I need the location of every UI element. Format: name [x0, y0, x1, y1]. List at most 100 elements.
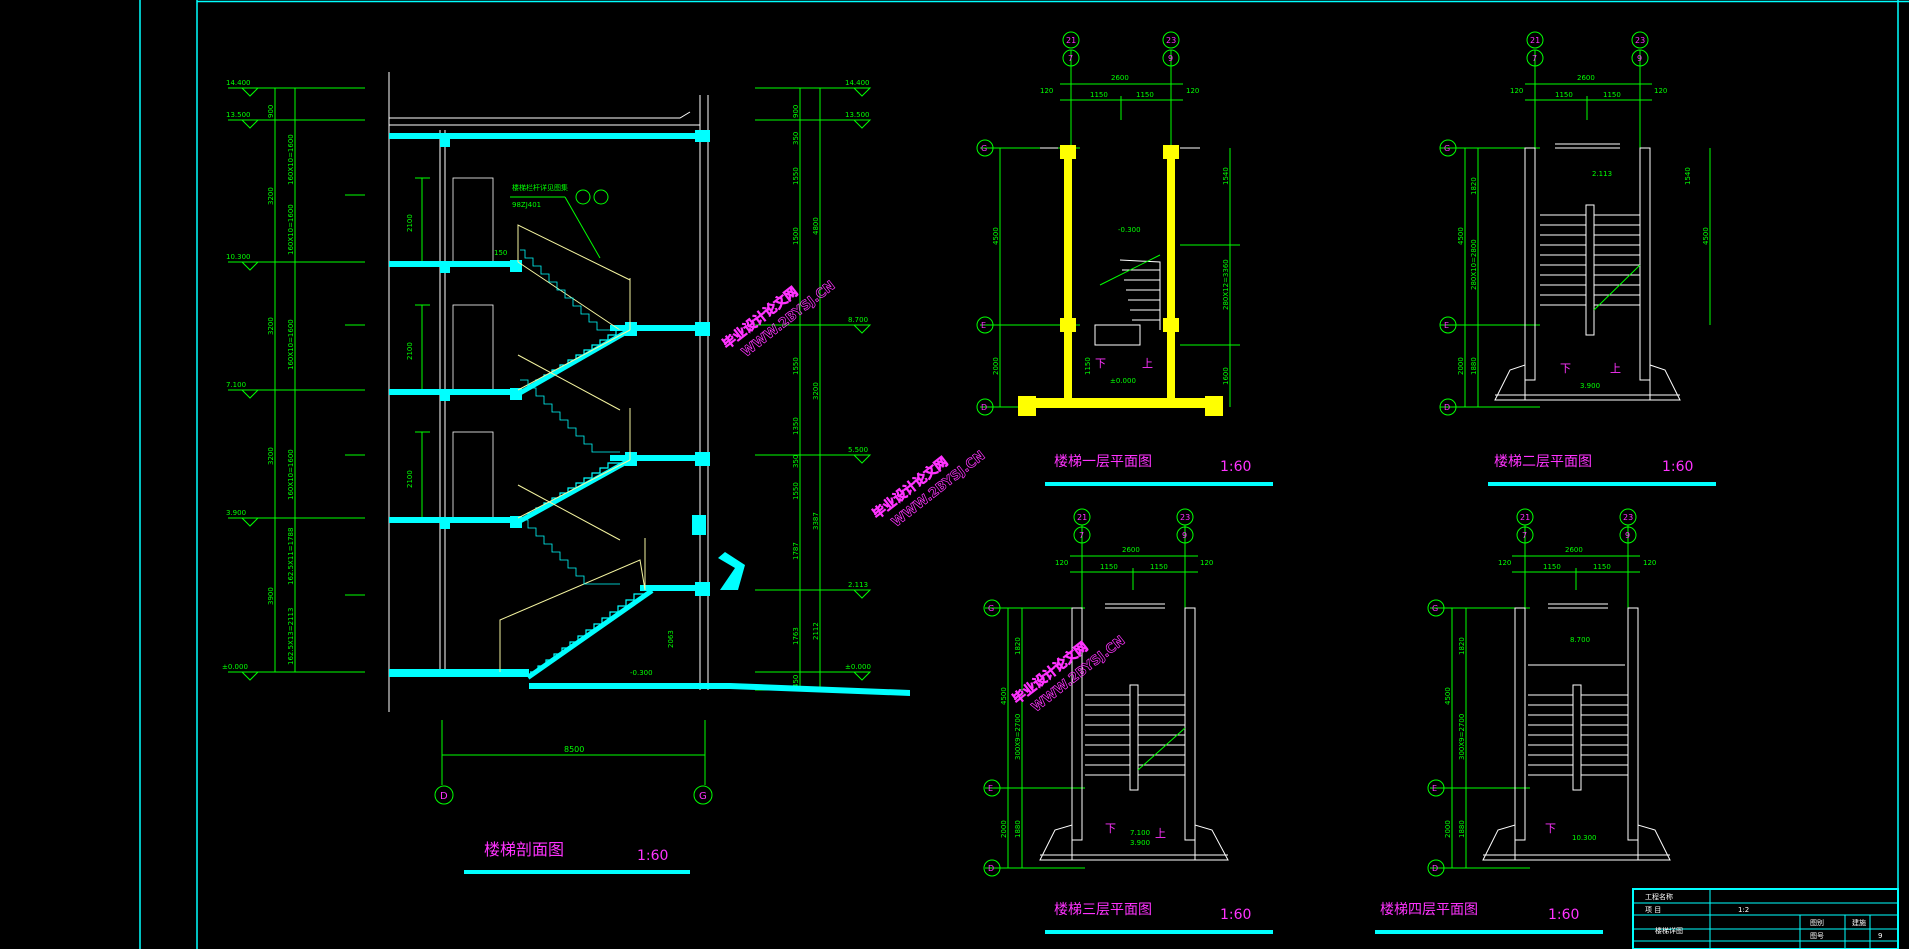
- stair-section-view: 14.400 13.500 10.300 7.100 3.900 ±0.000 …: [222, 72, 910, 874]
- grid-bubble-label: D: [1432, 864, 1438, 873]
- plan-floor-3: 21 23 7 9 G E D 2600 1150 1150 120 120 1…: [983, 508, 1273, 934]
- section-left-segment: 3200: [267, 317, 275, 335]
- section-right-segment: 450: [792, 675, 800, 688]
- titleblock-project-label: 工程名称: [1645, 892, 1673, 901]
- grid-bubble-label: 21: [1530, 36, 1540, 45]
- section-right-segment: 1787: [792, 542, 800, 560]
- plan-dim: 1150: [1555, 91, 1573, 99]
- plan-floor-level: 3.900: [1580, 382, 1600, 390]
- plan-highlighted-walls: [1018, 145, 1223, 416]
- plan-dim: 120: [1654, 87, 1667, 95]
- titleblock-row-value: 9: [1878, 932, 1882, 940]
- plan-dim: 1600: [1222, 367, 1230, 385]
- plan-floor-4: 21 23 7 9 G E D 2600 1150 1150 120 120 1…: [1375, 508, 1671, 934]
- section-left-steps: 160X10=1600: [287, 134, 295, 185]
- plan-dim: 120: [1186, 87, 1199, 95]
- plan-dim: 4500: [1457, 227, 1465, 245]
- grid-bubble-label: 21: [1077, 513, 1087, 522]
- titleblock-row-label: 图号: [1810, 932, 1824, 940]
- grid-bubble-label: D: [1444, 403, 1450, 412]
- section-annotation-ref: 98ZJ401: [512, 201, 541, 209]
- section-right-level: ±0.000: [845, 663, 871, 671]
- grid-bubble-label: E: [988, 784, 993, 793]
- plan-dim: 1150: [1593, 563, 1611, 571]
- section-width-dimension: [434, 720, 713, 805]
- section-right-level: 8.700: [848, 316, 868, 324]
- plan-dim: 1880: [1014, 820, 1022, 838]
- section-right-level: 13.500: [845, 111, 870, 119]
- section-right-segment: 1550: [792, 482, 800, 500]
- plan-dim: 4500: [992, 227, 1000, 245]
- grid-bubble-label: E: [1444, 321, 1449, 330]
- grid-bubble-label: 7: [1522, 531, 1527, 540]
- grid-bubble-label: 7: [1079, 531, 1084, 540]
- plan-dim: 1540: [1684, 167, 1692, 185]
- grid-bubble-label: E: [981, 321, 986, 330]
- plan-down-label: 下: [1105, 822, 1116, 835]
- plan-dim: 1880: [1458, 820, 1466, 838]
- plan-title-underline: [1045, 482, 1273, 486]
- plan-down-label: 下: [1560, 362, 1571, 375]
- grid-bubble-label: 23: [1180, 513, 1190, 522]
- plan-dim: 2600: [1565, 546, 1583, 554]
- section-left-level: ±0.000: [222, 663, 248, 671]
- plan-dim: 2000: [1444, 820, 1452, 838]
- plan-dim: 1820: [1470, 177, 1478, 195]
- section-right-segment: 1550: [792, 167, 800, 185]
- drawing-frame: [139, 0, 1909, 949]
- plan-dim: 1540: [1222, 167, 1230, 185]
- plan-dim: 120: [1055, 559, 1068, 567]
- section-left-steps: 162.5X13=2113: [287, 608, 295, 665]
- plan-title: 楼梯二层平面图: [1494, 454, 1592, 470]
- section-left-steps: 160X10=1600: [287, 204, 295, 255]
- plan-dim: 1150: [1543, 563, 1561, 571]
- grid-bubble-label: 21: [1520, 513, 1530, 522]
- grid-bubble-label: D: [981, 403, 987, 412]
- plan-dim: 2000: [1457, 357, 1465, 375]
- section-right-segment: 2112: [812, 622, 820, 640]
- section-right-level: 2.113: [848, 581, 868, 589]
- section-title-underline: [464, 870, 690, 874]
- plan-title-underline: [1045, 930, 1273, 934]
- plan-dim: 2600: [1111, 74, 1129, 82]
- section-rail-dim: 150: [494, 249, 507, 257]
- section-right-segment: 3387: [812, 512, 820, 530]
- plan-level: 7.100: [1130, 829, 1150, 837]
- grid-bubble-label: G: [981, 144, 987, 153]
- section-right-segment: 350: [792, 132, 800, 145]
- grid-bubble-label: E: [1432, 784, 1437, 793]
- grid-bubble-label: 9: [1625, 531, 1630, 540]
- section-door-height: 2100: [406, 342, 414, 360]
- section-left-segment: 3200: [267, 447, 275, 465]
- grid-bubble-label: 23: [1166, 36, 1176, 45]
- plan-dim: 120: [1510, 87, 1523, 95]
- plan-title-underline: [1488, 482, 1716, 486]
- grid-bubble-label: D: [440, 791, 448, 802]
- section-right-segment: 350: [792, 455, 800, 468]
- grid-bubble-label: 7: [1068, 54, 1073, 63]
- section-right-segment: 4800: [812, 217, 820, 235]
- section-right-segment: 1763: [792, 627, 800, 645]
- grid-bubble-label: 9: [1637, 54, 1642, 63]
- plan-floor-level: ±0.000: [1110, 377, 1136, 385]
- plan-dim: 1150: [1084, 357, 1092, 375]
- section-right-level: 5.500: [848, 446, 868, 454]
- section-door-openings: [415, 177, 494, 519]
- section-right-segment: 1500: [792, 227, 800, 245]
- plan-up-label: 上: [1610, 362, 1621, 375]
- plan-dim: 120: [1498, 559, 1511, 567]
- section-floor-slabs: [389, 130, 710, 677]
- section-right-segment: 1550: [792, 357, 800, 375]
- plan-dim: 2600: [1122, 546, 1140, 554]
- section-left-level: 13.500: [226, 111, 251, 119]
- section-annotation-text: 楼梯栏杆详见图集: [512, 183, 568, 192]
- plan-dim: 280X10=2800: [1470, 239, 1478, 290]
- grid-bubble-label: 7: [1532, 54, 1537, 63]
- plan-dim: 2000: [992, 357, 1000, 375]
- section-scale: 1:60: [637, 848, 668, 864]
- plan-down-label: 下: [1095, 357, 1106, 370]
- plan-dim: 1150: [1603, 91, 1621, 99]
- plan-floor-2: 21 23 7 9 G E D 2600 1150 1150 120 120 1…: [1439, 31, 1716, 486]
- plan-dim: 1150: [1100, 563, 1118, 571]
- grid-bubble-label: G: [988, 604, 994, 613]
